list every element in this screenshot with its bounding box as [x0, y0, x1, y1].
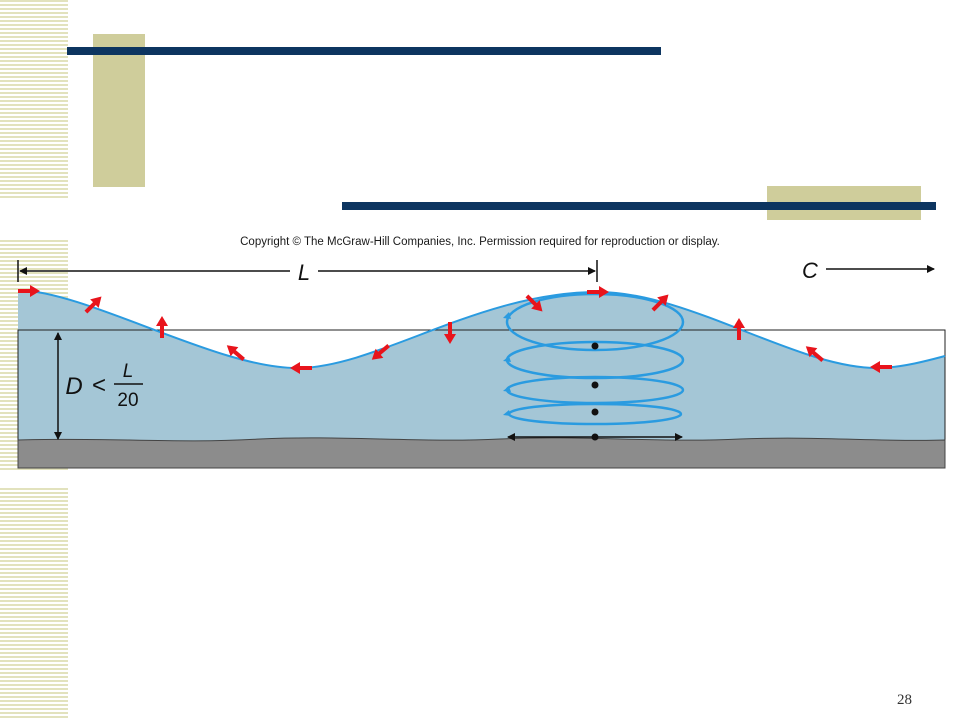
red-arrow-icon [371, 344, 390, 360]
depth-label: D [65, 373, 82, 400]
red-arrow-icon [156, 316, 168, 338]
red-arrow-icon [651, 294, 669, 312]
red-arrow-icon [805, 346, 824, 362]
page-number: 28 [897, 692, 912, 708]
particle-velocity-arrows [18, 285, 892, 374]
red-arrow-icon [444, 322, 456, 344]
red-arrow-icon [84, 296, 102, 314]
copyright-notice: Copyright © The McGraw-Hill Companies, I… [240, 236, 720, 248]
particle-center-2 [591, 381, 599, 389]
orbit-direction-markers [503, 312, 511, 416]
red-arrow-icon [226, 345, 245, 361]
red-arrow-icon [525, 294, 543, 312]
wavelength-label: L [298, 260, 310, 285]
red-arrow-icon [18, 285, 40, 297]
particle-center-1 [591, 342, 599, 350]
seafloor [17, 437, 946, 469]
red-arrow-icon [587, 286, 609, 298]
water-body [18, 290, 945, 444]
accent-block-left [93, 34, 145, 187]
fraction-denominator: 20 [117, 390, 138, 411]
red-arrow-icon [870, 361, 892, 373]
fraction-numerator: L [123, 361, 134, 382]
accent-bar-middle [342, 202, 936, 210]
celerity-label: C [802, 258, 818, 283]
red-arrow-icon [290, 362, 312, 374]
red-arrow-icon [733, 318, 745, 340]
accent-bar-top [67, 47, 661, 55]
less-than-symbol: < [92, 372, 106, 399]
particle-center-3 [591, 408, 599, 416]
